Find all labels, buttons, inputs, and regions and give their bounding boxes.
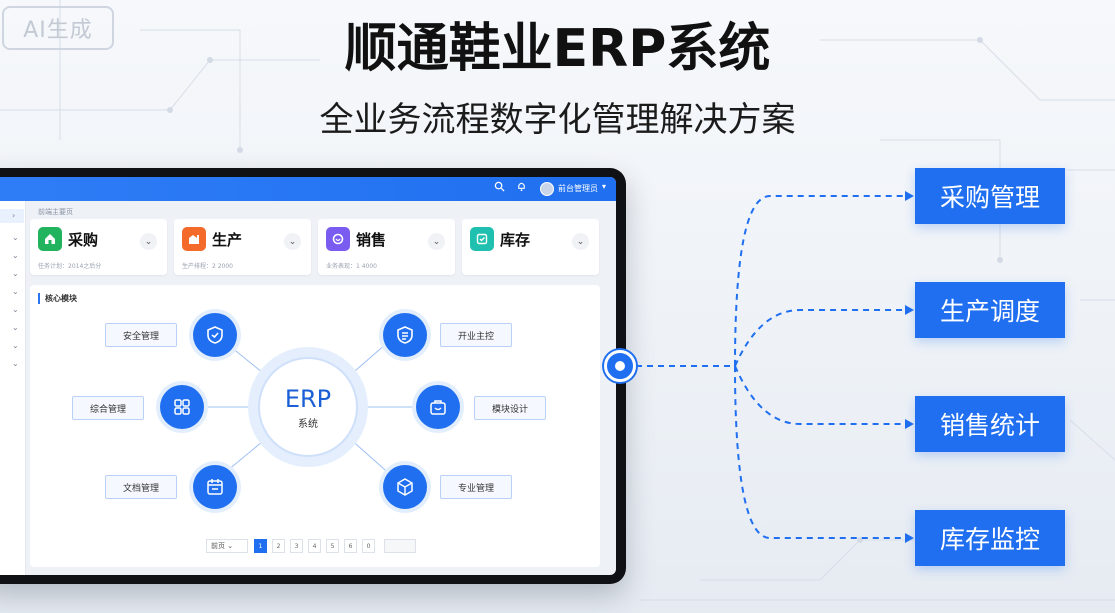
center-erp-label: ERP xyxy=(284,384,332,413)
user-name[interactable]: 前台管理员 xyxy=(558,184,598,193)
card-label: 库存 xyxy=(500,231,531,249)
chevron-down-icon[interactable]: ⌄ xyxy=(12,287,19,296)
page-button[interactable]: 0 xyxy=(362,539,375,553)
grid-icon[interactable] xyxy=(160,385,204,429)
card-desc: 业务表现：1 4000 xyxy=(326,263,377,270)
chevron-down-icon[interactable]: ⌄ xyxy=(572,233,589,250)
page-button[interactable]: 4 xyxy=(308,539,321,553)
tablet-mockup: 前台管理员 ▾ › ⌄ ⌄ ⌄ ⌄ ⌄ ⌄ ⌄ ⌄ 前端主要页 采购 ⌄ 任务计… xyxy=(0,168,626,584)
card-inventory[interactable]: 库存 ⌄ xyxy=(462,219,599,275)
page-size-select[interactable]: 前页 ⌄ xyxy=(206,539,248,553)
shield-icon[interactable] xyxy=(193,313,237,357)
module-label-integrated[interactable]: 综合管理 xyxy=(72,396,144,420)
gift-icon xyxy=(326,227,350,251)
chevron-down-icon[interactable]: ⌄ xyxy=(12,359,19,368)
card-label: 采购 xyxy=(68,231,99,249)
card-label: 生产 xyxy=(212,231,243,249)
top-bar: 前台管理员 ▾ xyxy=(0,177,616,201)
chevron-down-icon[interactable]: ⌄ xyxy=(12,323,19,332)
erp-screen: 前台管理员 ▾ › ⌄ ⌄ ⌄ ⌄ ⌄ ⌄ ⌄ ⌄ 前端主要页 采购 ⌄ 任务计… xyxy=(0,177,616,575)
card-desc: 任务计划：2014之后分 xyxy=(38,263,102,270)
chevron-down-icon[interactable]: ▾ xyxy=(602,182,607,191)
ai-generated-badge: AI生成 xyxy=(2,6,114,50)
chevron-down-icon[interactable]: ⌄ xyxy=(12,269,19,278)
chevron-down-icon[interactable]: ⌄ xyxy=(12,251,19,260)
tag-sales-statistics[interactable]: 销售统计 xyxy=(915,396,1065,452)
tag-production-scheduling[interactable]: 生产调度 xyxy=(915,282,1065,338)
card-desc: 生产排程：2 2000 xyxy=(182,263,233,270)
module-label-documents[interactable]: 文档管理 xyxy=(105,475,177,499)
tag-inventory-monitoring[interactable]: 库存监控 xyxy=(915,510,1065,566)
module-label-security[interactable]: 安全管理 xyxy=(105,323,177,347)
page-button[interactable]: 3 xyxy=(290,539,303,553)
card-purchase[interactable]: 采购 ⌄ 任务计划：2014之后分 xyxy=(30,219,167,275)
card-production[interactable]: 生产 ⌄ 生产排程：2 2000 xyxy=(174,219,311,275)
card-label: 销售 xyxy=(356,231,387,249)
bell-icon[interactable] xyxy=(516,181,527,195)
chevron-right-icon[interactable]: › xyxy=(12,211,16,220)
page-jump-input[interactable] xyxy=(384,539,416,553)
module-label-control[interactable]: 开业主控 xyxy=(440,323,512,347)
chevron-down-icon[interactable]: ⌄ xyxy=(428,233,445,250)
avatar[interactable] xyxy=(540,182,554,196)
page-size-value: 前页 xyxy=(211,542,225,550)
page-button[interactable]: 2 xyxy=(272,539,285,553)
card-sales[interactable]: 销售 ⌄ 业务表现：1 4000 xyxy=(318,219,455,275)
page-button[interactable]: 5 xyxy=(326,539,339,553)
erp-center-node[interactable]: ERP 系统 xyxy=(248,347,368,467)
box-check-icon xyxy=(470,227,494,251)
panel-title: 核心模块 xyxy=(38,293,77,304)
breadcrumb[interactable]: 前端主要页 xyxy=(38,208,73,216)
page-title: 顺通鞋业ERP系统 xyxy=(344,19,771,79)
sidebar: › ⌄ ⌄ ⌄ ⌄ ⌄ ⌄ ⌄ ⌄ xyxy=(0,201,26,575)
module-label-design[interactable]: 模块设计 xyxy=(474,396,546,420)
briefcase-icon[interactable] xyxy=(416,385,460,429)
factory-icon xyxy=(182,227,206,251)
page-subtitle: 全业务流程数字化管理解决方案 xyxy=(319,100,796,140)
package-icon[interactable] xyxy=(383,465,427,509)
calendar-icon[interactable] xyxy=(193,465,237,509)
chevron-down-icon[interactable]: ⌄ xyxy=(284,233,301,250)
page-button[interactable]: 1 xyxy=(254,539,267,553)
center-sys-label: 系统 xyxy=(298,418,318,430)
sidebar-item-active[interactable] xyxy=(0,209,24,223)
core-modules-panel: 核心模块 ERP 系统 安全管理 开业主控 综合管理 xyxy=(30,285,600,567)
search-icon[interactable] xyxy=(494,181,505,195)
chevron-down-icon[interactable]: ⌄ xyxy=(12,305,19,314)
chevron-down-icon[interactable]: ⌄ xyxy=(140,233,157,250)
home-icon xyxy=(38,227,62,251)
connector-hub xyxy=(604,350,636,382)
tag-purchase-management[interactable]: 采购管理 xyxy=(915,168,1065,224)
chevron-down-icon[interactable]: ⌄ xyxy=(12,233,19,242)
document-icon[interactable] xyxy=(383,313,427,357)
chevron-down-icon[interactable]: ⌄ xyxy=(12,341,19,350)
page-button[interactable]: 6 xyxy=(344,539,357,553)
module-label-professional[interactable]: 专业管理 xyxy=(440,475,512,499)
